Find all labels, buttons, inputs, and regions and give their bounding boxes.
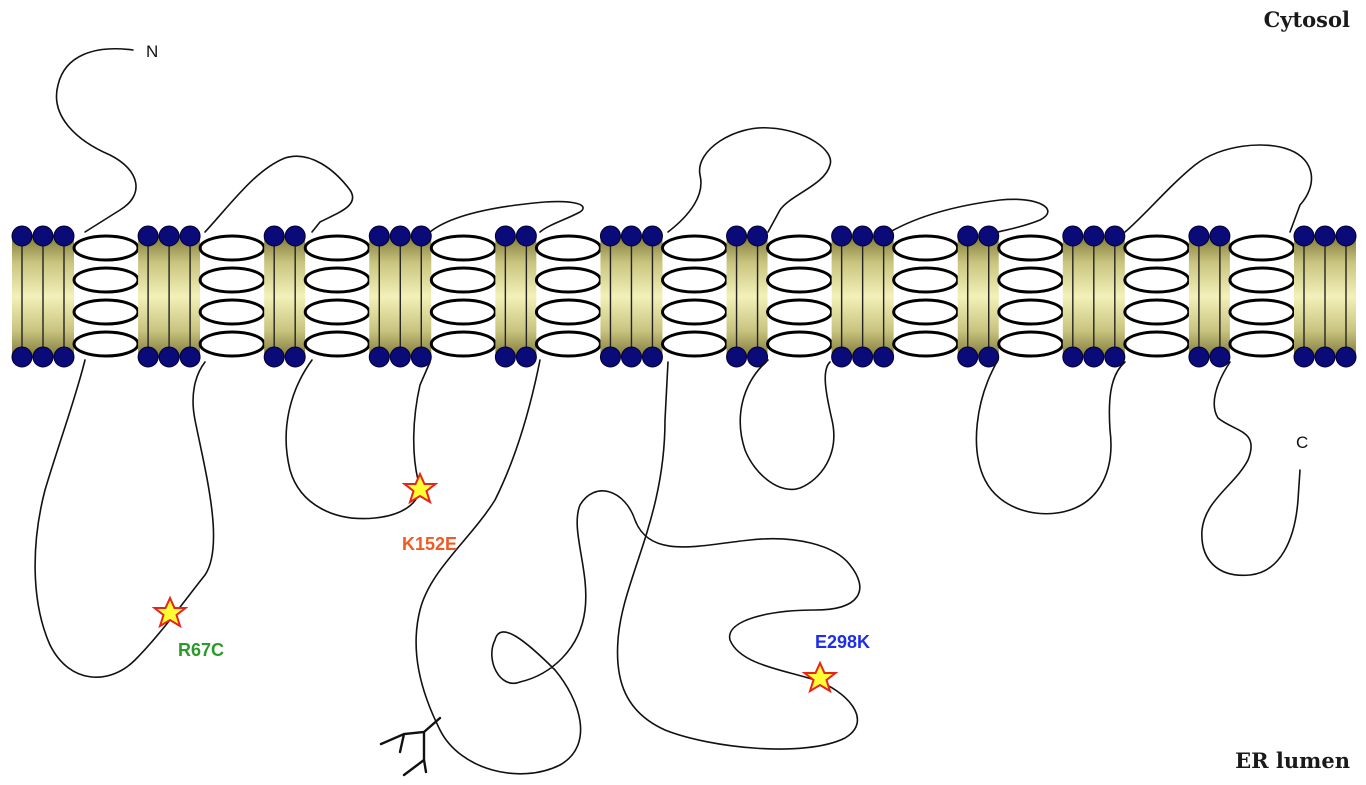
lipid-head-icon — [1294, 347, 1314, 367]
lipid-head-icon — [180, 226, 200, 246]
mutation-label-k152e: K152E — [402, 534, 457, 554]
lipid-head-icon — [642, 226, 662, 246]
polypeptide-chain — [35, 49, 1311, 774]
lipid-head-icon — [369, 226, 389, 246]
lipid-head-icon — [369, 347, 389, 367]
lipid-head-icon — [874, 226, 894, 246]
lipid-head-icon — [832, 226, 852, 246]
lipid-head-icon — [495, 347, 515, 367]
lipid-head-icon — [516, 347, 536, 367]
cytosol-label: Cytosol — [1264, 7, 1350, 32]
n-terminus-label: N — [146, 42, 158, 61]
mutation-label-r67c: R67C — [178, 640, 224, 660]
lipid-head-icon — [33, 347, 53, 367]
lipid-head-icon — [180, 347, 200, 367]
mutation-star-icon — [155, 598, 186, 626]
lipid-head-icon — [642, 347, 662, 367]
transmembrane-helix — [1230, 236, 1294, 356]
lipid-head-icon — [1189, 347, 1209, 367]
lipid-head-icon — [285, 226, 305, 246]
lipid-head-icon — [1210, 226, 1230, 246]
lipid-head-icon — [54, 347, 74, 367]
lipid-head-icon — [390, 226, 410, 246]
mutation-label-e298k: E298K — [815, 632, 870, 652]
transmembrane-helix — [663, 236, 727, 356]
lipid-head-icon — [138, 347, 158, 367]
lipid-head-icon — [1294, 226, 1314, 246]
lipid-head-icon — [979, 226, 999, 246]
lipid-head-icon — [853, 226, 873, 246]
lipid-head-icon — [832, 347, 852, 367]
lipid-head-icon — [264, 347, 284, 367]
lipid-head-icon — [1210, 347, 1230, 367]
lipid-head-icon — [33, 226, 53, 246]
glycosylation-site-icon — [381, 718, 440, 775]
lipid-head-icon — [1336, 226, 1356, 246]
lipid-head-icon — [12, 347, 32, 367]
lipid-head-icon — [285, 347, 305, 367]
lipid-head-icon — [390, 347, 410, 367]
lipid-head-icon — [748, 226, 768, 246]
lipid-head-icon — [1315, 347, 1335, 367]
lipid-head-icon — [600, 226, 620, 246]
lipid-head-icon — [1315, 226, 1335, 246]
lipid-head-icon — [600, 347, 620, 367]
transmembrane-helix — [894, 236, 958, 356]
lipid-head-icon — [621, 226, 641, 246]
transmembrane-helix — [536, 236, 600, 356]
lipid-head-icon — [264, 226, 284, 246]
lipid-head-icon — [727, 347, 747, 367]
er-membrane — [12, 226, 1356, 367]
lipid-bilayer-block — [264, 236, 305, 357]
lipid-head-icon — [1105, 226, 1125, 246]
transmembrane-helix — [305, 236, 369, 356]
lipid-head-icon — [1336, 347, 1356, 367]
lipid-head-icon — [1063, 226, 1083, 246]
lipid-head-icon — [1084, 226, 1104, 246]
transmembrane-helix — [74, 236, 138, 356]
lipid-bilayer-block — [958, 236, 999, 357]
er-lumen-label: ER lumen — [1235, 748, 1350, 773]
lipid-head-icon — [621, 347, 641, 367]
lipid-head-icon — [1063, 347, 1083, 367]
lipid-head-icon — [12, 226, 32, 246]
lipid-head-icon — [853, 347, 873, 367]
transmembrane-helix — [999, 236, 1063, 356]
lipid-head-icon — [159, 226, 179, 246]
lipid-head-icon — [138, 226, 158, 246]
lipid-head-icon — [727, 226, 747, 246]
c-terminus-label: C — [1296, 433, 1308, 452]
lipid-head-icon — [958, 226, 978, 246]
transmembrane-helix — [200, 236, 264, 356]
transmembrane-helix — [431, 236, 495, 356]
lipid-bilayer-block — [495, 236, 536, 357]
mutation-star-icon — [405, 474, 436, 502]
lipid-head-icon — [516, 226, 536, 246]
lipid-head-icon — [411, 226, 431, 246]
lipid-head-icon — [495, 226, 515, 246]
lipid-bilayer-block — [727, 236, 768, 357]
lipid-head-icon — [1189, 226, 1209, 246]
lipid-head-icon — [159, 347, 179, 367]
lipid-bilayer-block — [1189, 236, 1230, 357]
transmembrane-helix — [768, 236, 832, 356]
lipid-head-icon — [54, 226, 74, 246]
lipid-head-icon — [1084, 347, 1104, 367]
transmembrane-helix — [1125, 236, 1189, 356]
lipid-head-icon — [874, 347, 894, 367]
lipid-head-icon — [958, 347, 978, 367]
